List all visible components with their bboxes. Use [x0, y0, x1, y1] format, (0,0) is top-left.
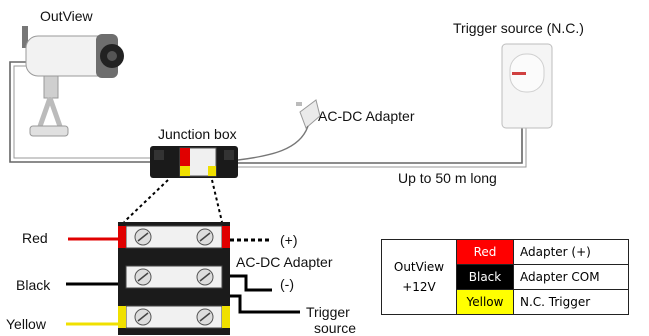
adapter-bottom-label: AC-DC Adapter: [236, 254, 333, 270]
adapter-cable: [237, 125, 309, 161]
camera-label: OutView: [40, 8, 93, 24]
minus-label: (-): [280, 276, 294, 292]
trigger-cable: [238, 128, 523, 164]
adapter-label: AC-DC Adapter: [318, 108, 415, 124]
black-wire-label: Black: [16, 277, 51, 293]
ac-dc-adapter-icon: [296, 99, 321, 129]
legend-signal-adapter-com: Adapter COM: [513, 264, 629, 290]
zoom-line-left: [123, 179, 169, 223]
trigger-short-label-2: source: [314, 320, 357, 336]
legend-row: Yellow N.C. Trigger: [382, 289, 629, 315]
trigger-source-label: Trigger source (N.C.): [453, 20, 584, 36]
yellow-wire-label: Yellow: [6, 316, 46, 332]
legend-color-yellow: Yellow: [456, 289, 514, 315]
camera-cable-inner: [13, 65, 150, 159]
trigger-cable-inner: [238, 128, 527, 168]
plus-label: (+): [280, 232, 298, 248]
trigger-short-label-1: Trigger: [306, 304, 350, 320]
legend-color-red: Red: [456, 239, 514, 265]
terminal-block-icon: [118, 222, 230, 335]
wiring-legend-table: OutView +12V Red Adapter (+) Black Adapt…: [381, 239, 629, 315]
camera-icon: [22, 26, 124, 137]
legend-device-name: OutView: [393, 260, 445, 274]
legend-signal-adapter-plus: Adapter (+): [513, 239, 629, 265]
legend-signal-nc-trigger: N.C. Trigger: [513, 289, 629, 315]
zoom-line-right: [211, 179, 223, 223]
junction-box-label: Junction box: [158, 126, 237, 142]
junction-box-icon: [150, 146, 238, 178]
trigger-wire: [230, 294, 300, 314]
camera-cable: [9, 61, 150, 163]
legend-row: OutView +12V Red Adapter (+): [381, 239, 629, 315]
legend-device-voltage: +12V: [402, 280, 436, 294]
minus-wire: [230, 274, 272, 292]
distance-label: Up to 50 m long: [398, 170, 497, 186]
legend-color-black: Black: [456, 264, 514, 290]
trigger-source-icon: [501, 43, 553, 129]
legend-device-cell: OutView +12V: [381, 239, 457, 315]
red-wire-label: Red: [22, 230, 48, 246]
